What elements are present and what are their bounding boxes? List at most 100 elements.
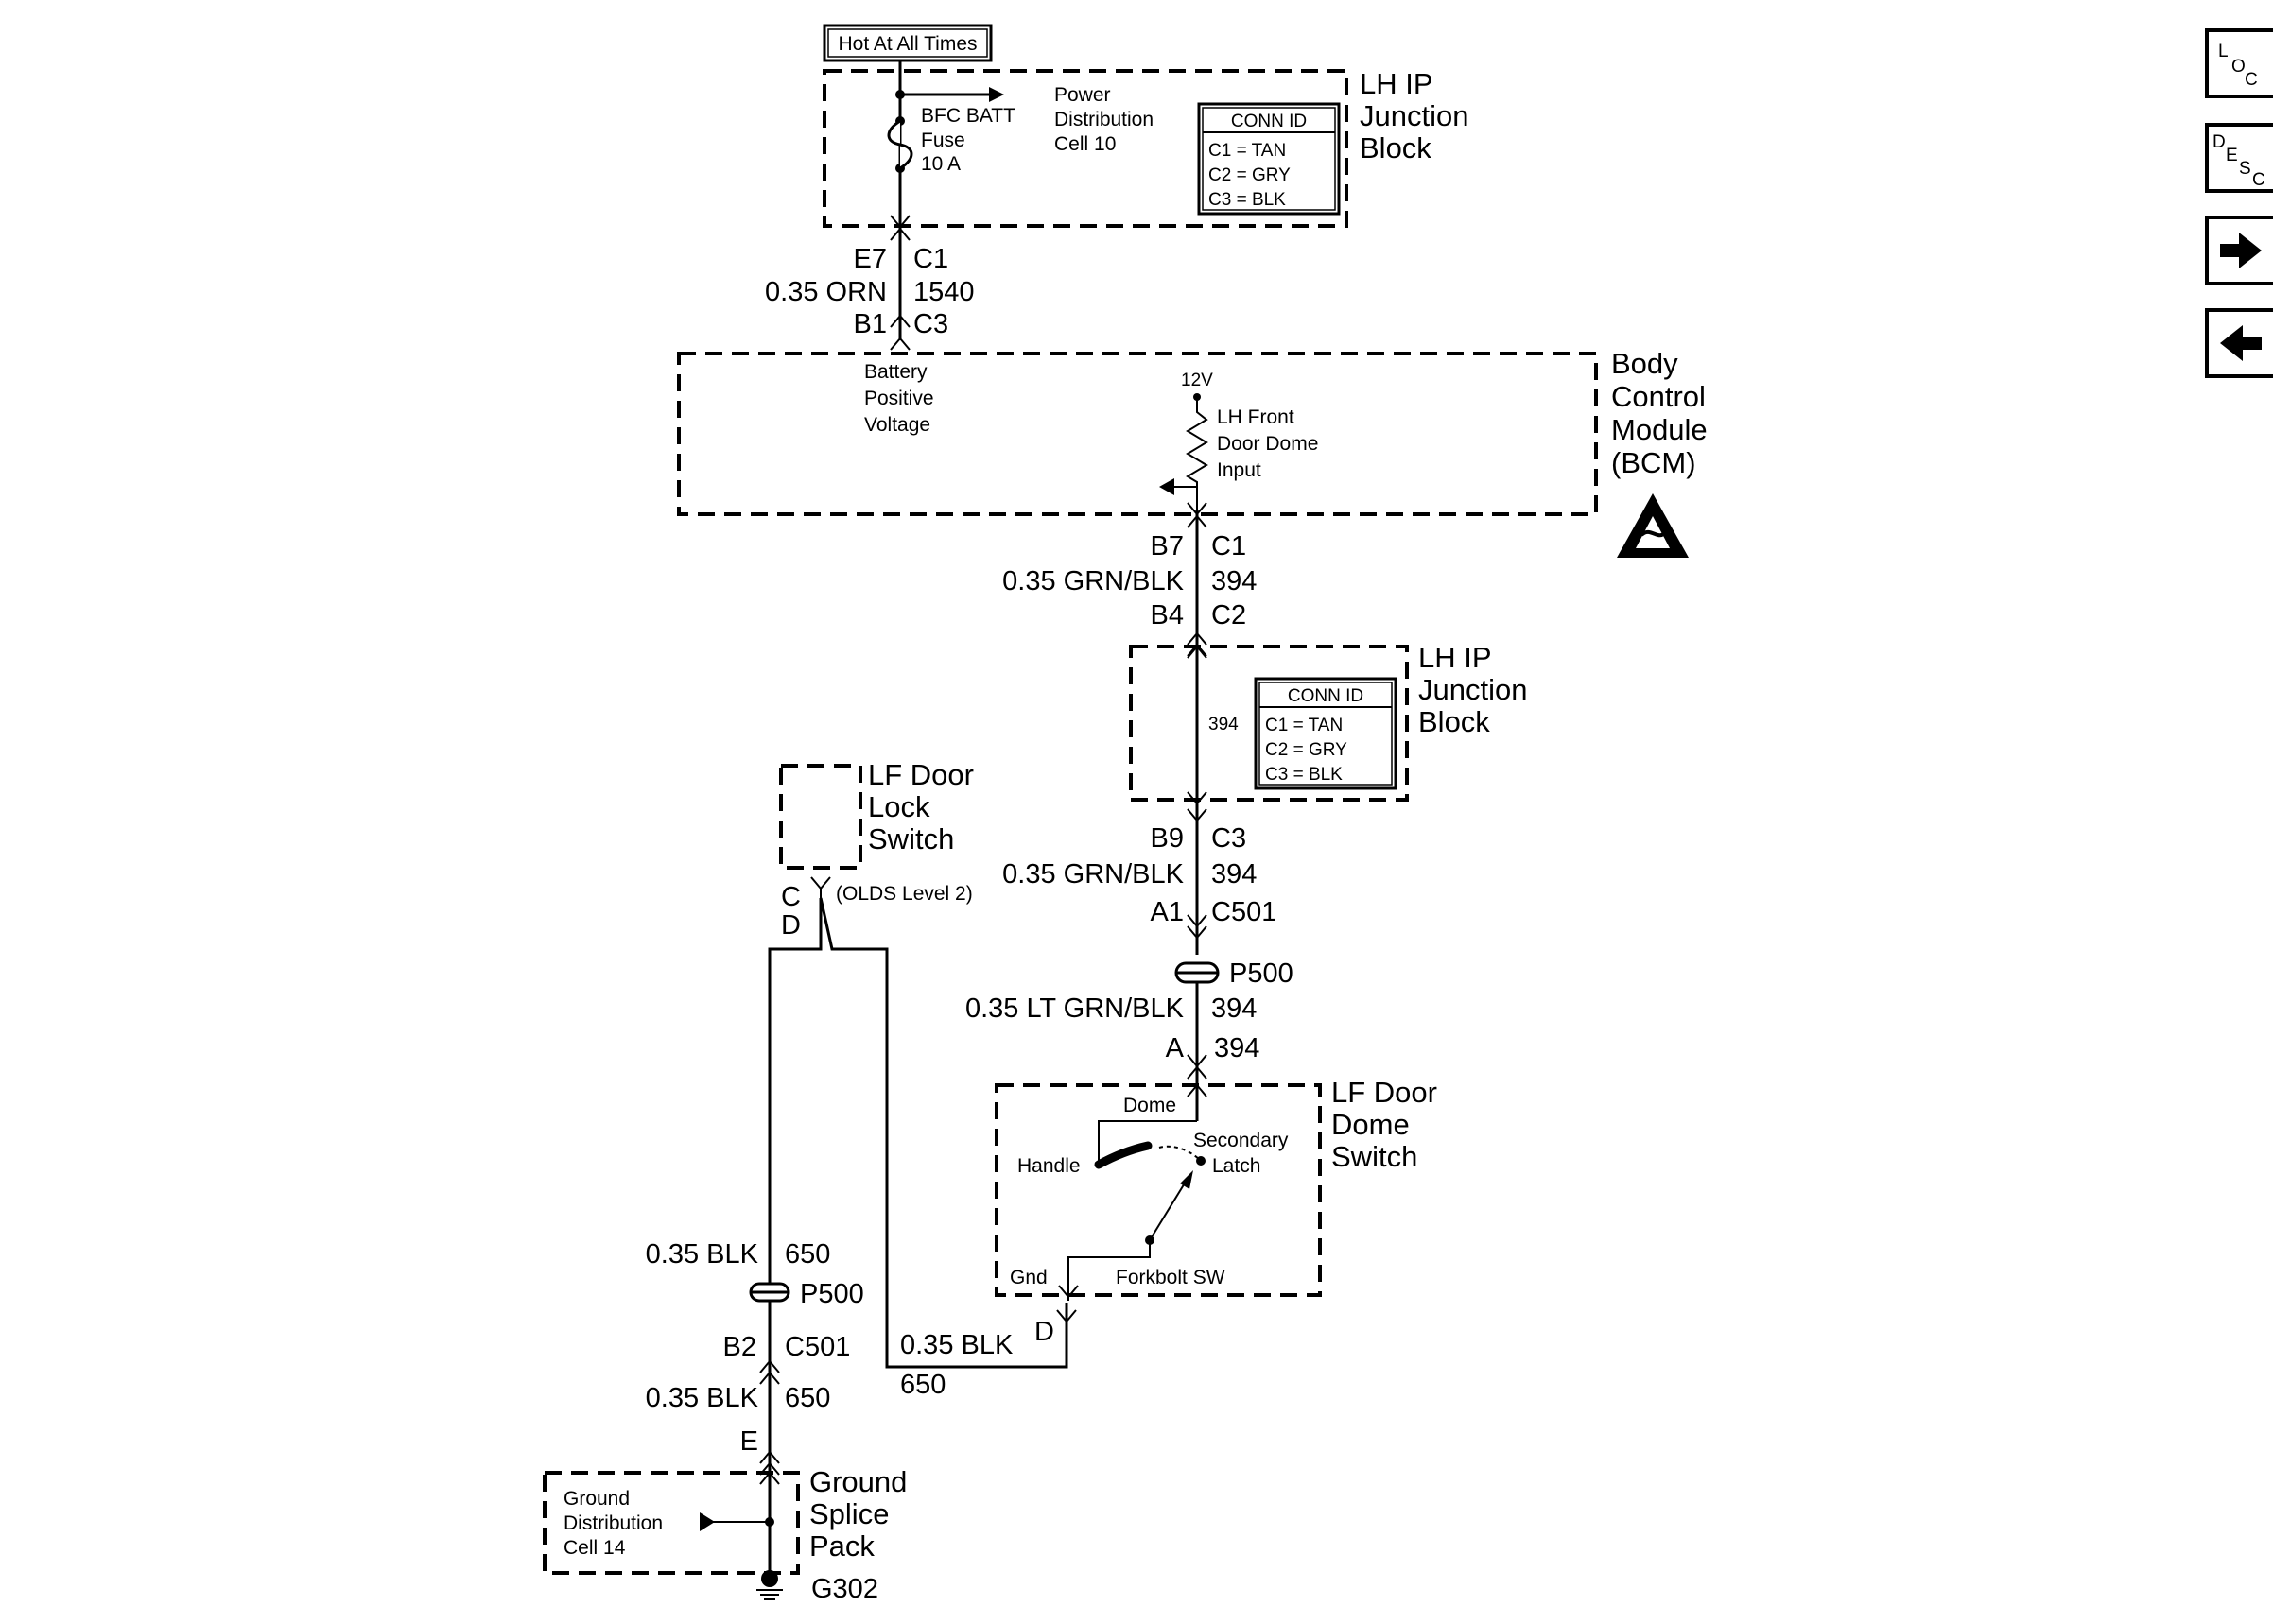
svg-text:12V: 12V: [1181, 371, 1213, 390]
svg-text:B4: B4: [1151, 600, 1184, 631]
conn-id-table-top: CONN ID C1 = TAN C2 = GRY C3 = BLK: [1197, 102, 1341, 216]
lock-switch-title: LF Door Lock Switch: [868, 758, 982, 855]
svg-text:C3: C3: [913, 309, 948, 339]
wire-394-c: 0.35 LT GRN/BLK 394 A 394: [965, 982, 1259, 1085]
svg-text:C1 = TAN: C1 = TAN: [1208, 141, 1286, 161]
svg-text:Handle: Handle: [1017, 1155, 1081, 1177]
p500-pass-through-left: P500: [749, 1279, 864, 1309]
svg-text:C: C: [2245, 70, 2258, 90]
hot-at-all-times-label: Hot At All Times: [823, 24, 993, 62]
arrow-right-icon: [2220, 233, 2262, 268]
pullup-resistor-icon: [1186, 397, 1208, 510]
secondary-latch-label: Secondary Latch: [1193, 1130, 1293, 1177]
svg-text:C501: C501: [1211, 897, 1276, 927]
svg-text:C: C: [781, 882, 801, 912]
svg-text:B9: B9: [1151, 823, 1184, 854]
power-distribution-label: Power Distribution Cell 10: [1054, 84, 1159, 155]
arrow-left-icon: [1159, 478, 1174, 495]
svg-text:B1: B1: [854, 309, 887, 339]
svg-text:L: L: [2218, 42, 2229, 61]
arrow-right-icon: [700, 1512, 715, 1531]
wire-650-a: 0.35 BLK 650: [646, 1239, 831, 1270]
desc-button[interactable]: D E S C: [2205, 123, 2273, 193]
svg-text:394: 394: [1214, 1033, 1259, 1063]
svg-text:Forkbolt SW: Forkbolt SW: [1116, 1267, 1225, 1288]
next-page-button[interactable]: [2205, 216, 2273, 285]
lh-front-door-dome-input-label: LH Front Door Dome Input: [1217, 406, 1324, 481]
svg-text:A1: A1: [1151, 897, 1184, 927]
svg-text:0.35 GRN/BLK: 0.35 GRN/BLK: [1002, 859, 1184, 890]
bcm-title: Body Control Module (BCM): [1611, 347, 1715, 479]
svg-text:P500: P500: [800, 1279, 864, 1309]
svg-text:E: E: [2226, 146, 2238, 165]
svg-text:C2 = GRY: C2 = GRY: [1265, 740, 1347, 760]
svg-text:O: O: [2231, 57, 2246, 77]
svg-text:0.35 GRN/BLK: 0.35 GRN/BLK: [1002, 566, 1184, 596]
lh-ip-junction-block-middle: LH IP Junction Block 394 CONN ID C1 = TA…: [1129, 641, 1536, 805]
svg-text:0.35 BLK: 0.35 BLK: [900, 1330, 1014, 1360]
svg-text:650: 650: [785, 1383, 830, 1413]
svg-text:E7: E7: [854, 244, 887, 274]
svg-text:G302: G302: [811, 1574, 878, 1604]
svg-text:C1: C1: [1211, 531, 1246, 561]
wire-394-a: B7 C1 0.35 GRN/BLK 394 B4 C2: [1002, 502, 1257, 657]
svg-text:C3: C3: [1211, 823, 1246, 854]
wire-650-b: B2 C501 0.35 BLK 650 E: [646, 1301, 850, 1476]
junction-block-title: LH IP Junction Block: [1360, 67, 1477, 164]
svg-text:B2: B2: [723, 1332, 756, 1362]
svg-text:C: C: [2252, 170, 2265, 190]
wire-650-c: D 0.35 BLK 650: [900, 1309, 1077, 1400]
svg-text:CONN ID: CONN ID: [1231, 112, 1307, 131]
body-control-module: Body Control Module (BCM) Battery Positi…: [677, 347, 1715, 558]
svg-text:0.35 LT GRN/BLK: 0.35 LT GRN/BLK: [965, 993, 1185, 1024]
p500-pass-through-right: P500: [1174, 959, 1293, 989]
lh-ip-junction-block-top: LH IP Junction Block BFC BATT Fuse 10 A …: [823, 60, 1477, 228]
svg-text:0.35 ORN: 0.35 ORN: [765, 277, 887, 307]
svg-text:394: 394: [1211, 859, 1257, 890]
svg-text:0.35 BLK: 0.35 BLK: [646, 1383, 759, 1413]
svg-text:Hot At All Times: Hot At All Times: [838, 33, 977, 55]
svg-text:0.35 BLK: 0.35 BLK: [646, 1239, 759, 1270]
wire-1540: E7 C1 0.35 ORN 1540 B1 C3: [765, 215, 975, 351]
svg-text:1540: 1540: [913, 277, 975, 307]
esd-sensitive-icon: [1617, 493, 1689, 558]
ground-splice-pack: Ground Splice Pack Ground Distribution C…: [543, 1465, 915, 1604]
svg-text:E: E: [740, 1426, 758, 1457]
svg-text:C3 = BLK: C3 = BLK: [1265, 765, 1343, 785]
svg-text:394: 394: [1211, 566, 1257, 596]
svg-text:D: D: [781, 910, 801, 941]
junction-block-title-2: LH IP Junction Block: [1418, 641, 1536, 738]
svg-text:P500: P500: [1229, 959, 1293, 989]
svg-text:C501: C501: [785, 1332, 850, 1362]
svg-text:A: A: [1166, 1033, 1185, 1063]
arrow-up-icon: [1180, 1170, 1193, 1189]
svg-text:394: 394: [1208, 715, 1239, 734]
battery-positive-voltage-label: Battery Positive Voltage: [864, 361, 939, 436]
wire-394-b: B9 C3 0.35 GRN/BLK 394 A1 C501: [1002, 805, 1276, 955]
ground-icon: [756, 1570, 783, 1600]
svg-text:Dome: Dome: [1123, 1095, 1176, 1116]
svg-text:D: D: [1034, 1317, 1054, 1347]
svg-text:650: 650: [785, 1239, 830, 1270]
svg-text:C1: C1: [913, 244, 948, 274]
fuse-label: BFC BATT Fuse 10 A: [921, 105, 1020, 175]
lf-door-dome-switch: LF Door Dome Switch Dome Handle Secondar…: [995, 1076, 1446, 1301]
svg-text:S: S: [2239, 159, 2251, 179]
conn-id-table-middle: CONN ID C1 = TAN C2 = GRY C3 = BLK: [1254, 677, 1397, 790]
dome-switch-title: LF Door Dome Switch: [1331, 1076, 1446, 1173]
lf-door-lock-switch: LF Door Lock Switch C D (OLDS Level 2): [768, 758, 1068, 1369]
svg-text:C2: C2: [1211, 600, 1246, 631]
ground-splice-pack-title: Ground Splice Pack: [809, 1465, 915, 1563]
svg-text:C1 = TAN: C1 = TAN: [1265, 716, 1343, 735]
loc-button[interactable]: L O C: [2205, 28, 2273, 98]
arrow-left-icon: [2220, 325, 2262, 361]
svg-text:C3 = BLK: C3 = BLK: [1208, 190, 1286, 210]
arrow-right-icon: [989, 87, 1004, 102]
svg-text:(OLDS Level 2): (OLDS Level 2): [836, 883, 973, 905]
svg-text:650: 650: [900, 1370, 946, 1400]
previous-page-button[interactable]: [2205, 308, 2273, 378]
svg-text:B7: B7: [1151, 531, 1184, 561]
svg-text:CONN ID: CONN ID: [1288, 686, 1363, 706]
ground-distribution-label: Ground Distribution Cell 14: [564, 1488, 668, 1559]
svg-text:394: 394: [1211, 993, 1257, 1024]
